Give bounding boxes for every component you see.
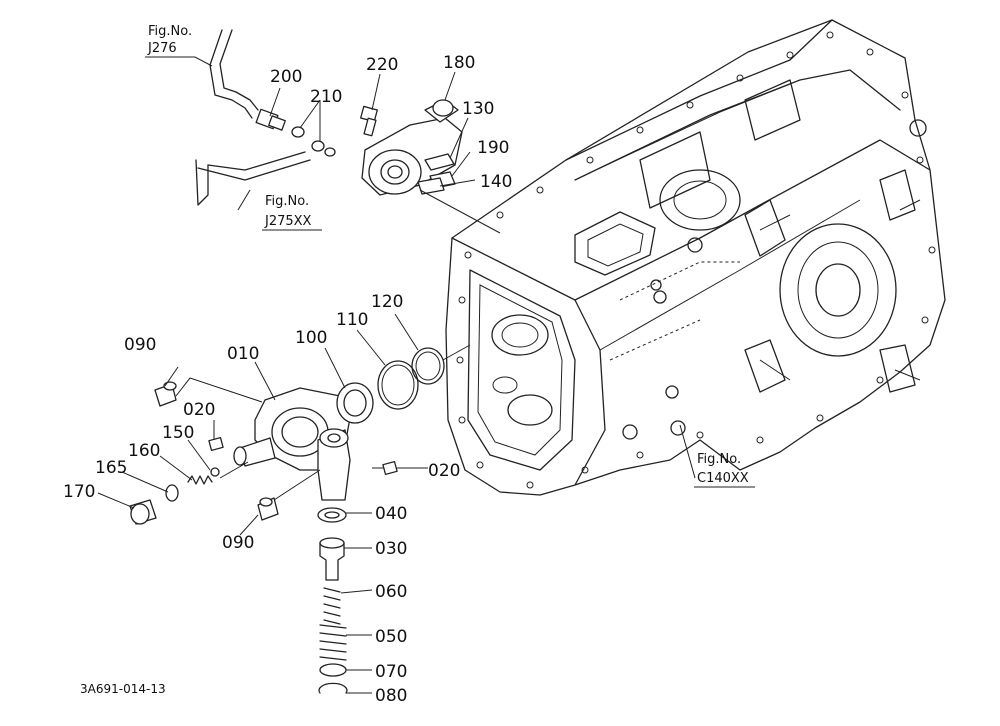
part-label-020-right: 020 xyxy=(428,461,460,481)
upper-valve-assembly xyxy=(195,29,501,234)
part-label-220: 220 xyxy=(366,55,398,75)
fig-ref-case-line1: Fig.No. xyxy=(697,452,741,467)
part-label-050: 050 xyxy=(375,627,407,647)
part-label-020-left: 020 xyxy=(183,400,215,420)
fig-ref-mid: Fig.No. J275XX xyxy=(262,194,322,231)
part-label-170: 170 xyxy=(63,482,95,502)
fig-ref-mid-line1: Fig.No. xyxy=(265,194,309,209)
part-label-200: 200 xyxy=(270,67,302,87)
part-label-165: 165 xyxy=(95,458,127,478)
transmission-case xyxy=(445,19,946,496)
fig-ref-mid-line2: J275XX xyxy=(264,214,312,229)
fig-ref-top-line2: J276 xyxy=(147,41,177,56)
part-label-110: 110 xyxy=(336,310,368,330)
fig-ref-case: Fig.No. C140XX xyxy=(694,452,755,488)
part-label-150: 150 xyxy=(162,423,194,443)
part-label-120: 120 xyxy=(371,292,403,312)
part-label-130: 130 xyxy=(462,99,494,119)
drawing-code: 3A691-014-13 xyxy=(80,682,166,696)
fig-ref-top-line1: Fig.No. xyxy=(148,24,192,39)
part-label-070: 070 xyxy=(375,662,407,682)
lower-pump-assembly xyxy=(129,344,471,694)
part-label-030: 030 xyxy=(375,539,407,559)
part-labels: 200 210 220 180 130 190 140 090 010 100 … xyxy=(63,53,512,706)
part-label-140: 140 xyxy=(480,172,512,192)
part-label-090-upper: 090 xyxy=(124,335,156,355)
part-label-060: 060 xyxy=(375,582,407,602)
part-label-190: 190 xyxy=(477,138,509,158)
fig-ref-top: Fig.No. J276 xyxy=(145,24,213,67)
part-label-080: 080 xyxy=(375,686,407,706)
part-label-010: 010 xyxy=(227,344,259,364)
part-label-100: 100 xyxy=(295,328,327,348)
part-label-040: 040 xyxy=(375,504,407,524)
part-label-180: 180 xyxy=(443,53,475,73)
leader-lines xyxy=(97,71,696,694)
part-label-210: 210 xyxy=(310,87,342,107)
fig-ref-case-line2: C140XX xyxy=(697,471,749,486)
part-label-160: 160 xyxy=(128,441,160,461)
part-label-090-lower: 090 xyxy=(222,533,254,553)
